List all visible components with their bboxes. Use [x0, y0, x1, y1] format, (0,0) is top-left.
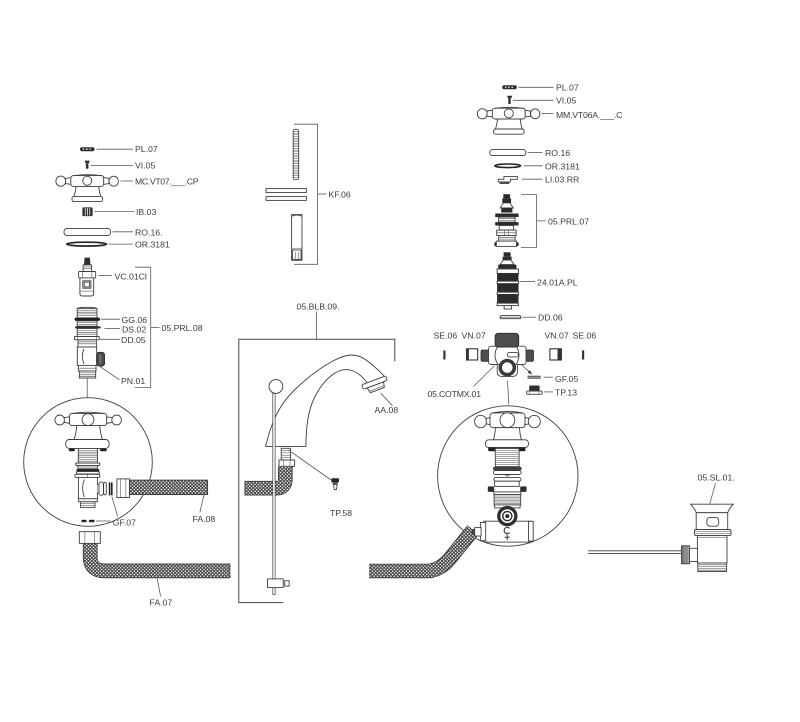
svg-text:GG.06: GG.06	[122, 315, 148, 325]
svg-text:TP.13: TP.13	[555, 387, 577, 397]
svg-text:GF.05: GF.05	[555, 374, 578, 384]
svg-text:IB.03: IB.03	[136, 207, 156, 217]
svg-text:RO.16.: RO.16.	[135, 227, 163, 237]
svg-text:MC.VT07.___.CP: MC.VT07.___.CP	[135, 176, 199, 186]
svg-text:FA.07: FA.07	[150, 598, 173, 608]
svg-text:FA.08: FA.08	[193, 514, 216, 524]
svg-text:VN.07: VN.07	[545, 330, 569, 340]
svg-text:PL.07: PL.07	[135, 144, 158, 154]
svg-text:RO.16: RO.16	[545, 148, 570, 158]
svg-text:VN.07: VN.07	[462, 330, 486, 340]
svg-text:DD.06: DD.06	[538, 313, 563, 323]
svg-text:24.01A.PL: 24.01A.PL	[537, 277, 578, 287]
svg-text:AA.08: AA.08	[375, 405, 399, 415]
svg-text:LI.03.RR: LI.03.RR	[545, 175, 579, 185]
svg-text:VC.01Cl: VC.01Cl	[115, 271, 147, 281]
svg-text:05.BLB.09.: 05.BLB.09.	[297, 301, 340, 311]
svg-text:DS.02: DS.02	[122, 324, 146, 334]
svg-text:VI.05: VI.05	[135, 161, 155, 171]
svg-text:SE.06: SE.06	[573, 330, 597, 340]
svg-text:GF.07: GF.07	[113, 517, 136, 527]
svg-text:KF.06: KF.06	[329, 190, 351, 200]
svg-text:MM.VT06A.___.C: MM.VT06A.___.C	[556, 110, 622, 120]
svg-text:OR.3181: OR.3181	[545, 161, 580, 171]
svg-text:05.SL.01.: 05.SL.01.	[698, 473, 735, 483]
svg-text:05.PRL.07: 05.PRL.07	[548, 217, 589, 227]
svg-text:05.PRL.08: 05.PRL.08	[162, 323, 203, 333]
svg-text:TP.58: TP.58	[330, 508, 352, 518]
svg-text:OR.3181: OR.3181	[135, 240, 170, 250]
svg-text:PN.01: PN.01	[121, 376, 145, 386]
svg-text:DD.05: DD.05	[121, 335, 146, 345]
svg-text:SE.06: SE.06	[434, 330, 458, 340]
svg-text:PL.07: PL.07	[556, 83, 579, 93]
svg-text:VI.05: VI.05	[556, 96, 576, 106]
svg-text:05.COTMX.01: 05.COTMX.01	[428, 389, 482, 399]
